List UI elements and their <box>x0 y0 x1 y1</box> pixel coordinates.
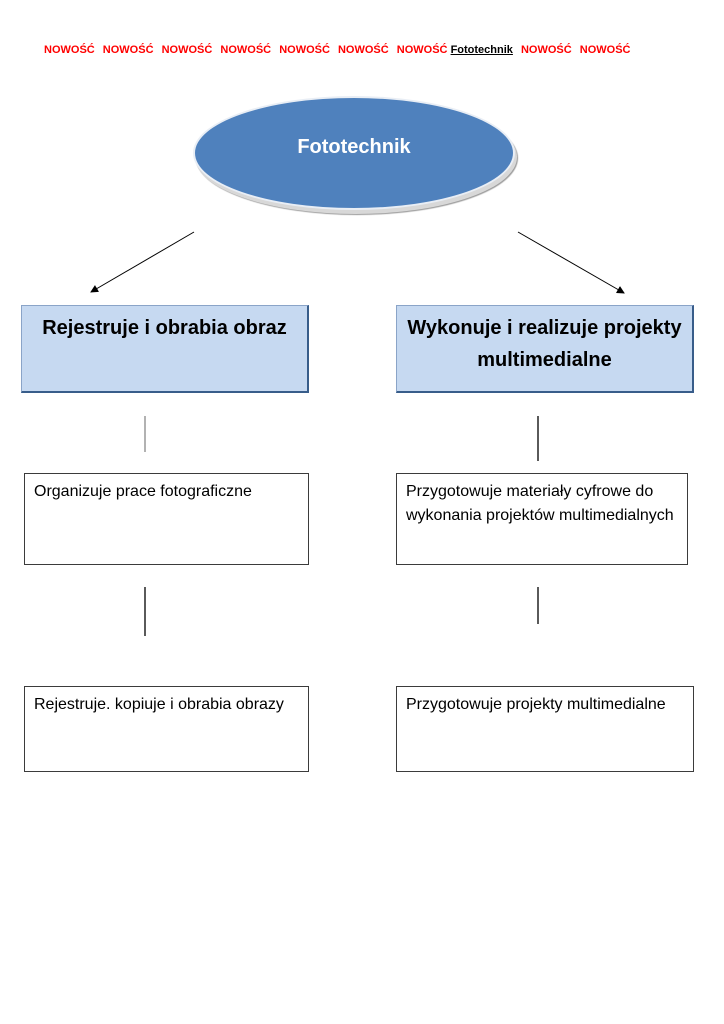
step-text: Przygotowuje projekty multimedialne <box>406 696 666 713</box>
banner-word: NOWOŚĆ <box>396 44 448 56</box>
step-box: Rejestruje. kopiuje i obrabia obrazy <box>24 686 309 772</box>
branch-box-left: Rejestruje i obrabia obraz <box>21 305 309 393</box>
banner-link[interactable]: Fototechnik <box>450 44 513 56</box>
step-box: Organizuje prace fotograficzne <box>24 473 309 565</box>
root-node: Fototechnik <box>193 96 515 210</box>
banner-word: NOWOŚĆ <box>220 44 272 56</box>
step-text: Rejestruje. kopiuje i obrabia obrazy <box>34 696 284 713</box>
banner-word: NOWOŚĆ <box>44 44 95 56</box>
banner-word: NOWOŚĆ <box>279 44 330 56</box>
step-box: Przygotowuje materiały cyfrowe do wykona… <box>396 473 688 565</box>
step-box: Przygotowuje projekty multimedialne <box>396 686 694 772</box>
arrow-right <box>517 231 625 294</box>
banner-word: NOWOŚĆ <box>520 44 572 56</box>
branch-title: Rejestruje i obrabia obraz <box>42 317 287 339</box>
branch-box-right: Wykonuje i realizuje projekty multimedia… <box>396 305 694 393</box>
news-banner: NOWOŚĆ NOWOŚĆ NOWOŚĆ NOWOŚĆ NOWOŚĆ NOWOŚ… <box>44 44 631 56</box>
step-text: Przygotowuje materiały cyfrowe do wykona… <box>406 483 674 524</box>
banner-word: NOWOŚĆ <box>102 44 154 56</box>
root-node-label: Fototechnik <box>297 136 411 158</box>
branch-title: Wykonuje i realizuje projekty multimedia… <box>407 317 682 371</box>
banner-word: NOWOŚĆ <box>337 44 389 56</box>
arrow-left <box>90 231 195 293</box>
banner-word: NOWOŚĆ <box>161 44 213 56</box>
step-text: Organizuje prace fotograficzne <box>34 483 252 500</box>
banner-word: NOWOŚĆ <box>579 44 631 56</box>
